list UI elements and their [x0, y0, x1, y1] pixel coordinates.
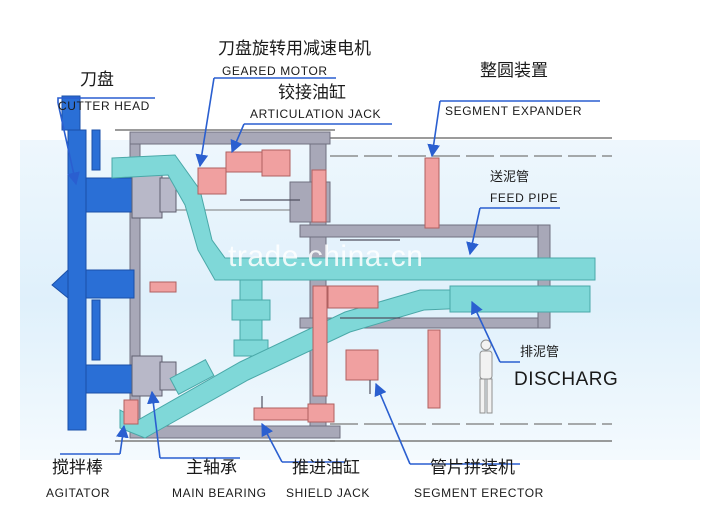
- feed-pipe-label-en: FEED PIPE: [490, 191, 559, 205]
- main-bearing-label-zh: 主轴承: [186, 458, 237, 478]
- worker-figure: [479, 339, 493, 414]
- segment-erector-label-zh: 管片拼装机: [430, 458, 515, 478]
- shield-jack-label-zh: 推进油缸: [292, 458, 360, 478]
- main-bearing-label-en: MAIN BEARING: [172, 486, 267, 500]
- segment-expander-label-en: SEGMENT EXPANDER: [445, 104, 583, 118]
- articulation-jack-label-en: ARTICULATION JACK: [250, 107, 382, 121]
- detail-lines: [240, 199, 400, 408]
- discharge-pipe-label-zh: 排泥管: [520, 345, 560, 360]
- geared-motor-label-en: GEARED MOTOR: [222, 64, 328, 78]
- shield-jack-label-en: SHIELD JACK: [286, 486, 370, 500]
- feed-pipe-label-zh: 送泥管: [490, 170, 530, 185]
- geared-motor-label-zh: 刀盘旋转用减速电机: [218, 39, 371, 59]
- feed-pipe: [111, 154, 596, 357]
- leader-lines: [57, 77, 600, 465]
- cutter-head-label-en: CUTTER HEAD: [58, 99, 150, 113]
- segment-expander-label-zh: 整圆装置: [480, 61, 548, 81]
- cutter-head-shape: [51, 95, 135, 431]
- hydraulic-components: [123, 149, 441, 425]
- agitator-label-en: AGITATOR: [46, 486, 111, 500]
- articulation-jack-label-zh: 铰接油缸: [278, 83, 346, 103]
- agitator-label-zh: 搅拌棒: [52, 458, 103, 478]
- cutter-head-label-zh: 刀盘: [80, 70, 114, 90]
- discharge-pipe-label-en: DISCHARG: [514, 369, 619, 390]
- watermark: trade.china.cn: [228, 240, 424, 273]
- segment-erector-label-en: SEGMENT ERECTOR: [414, 486, 544, 500]
